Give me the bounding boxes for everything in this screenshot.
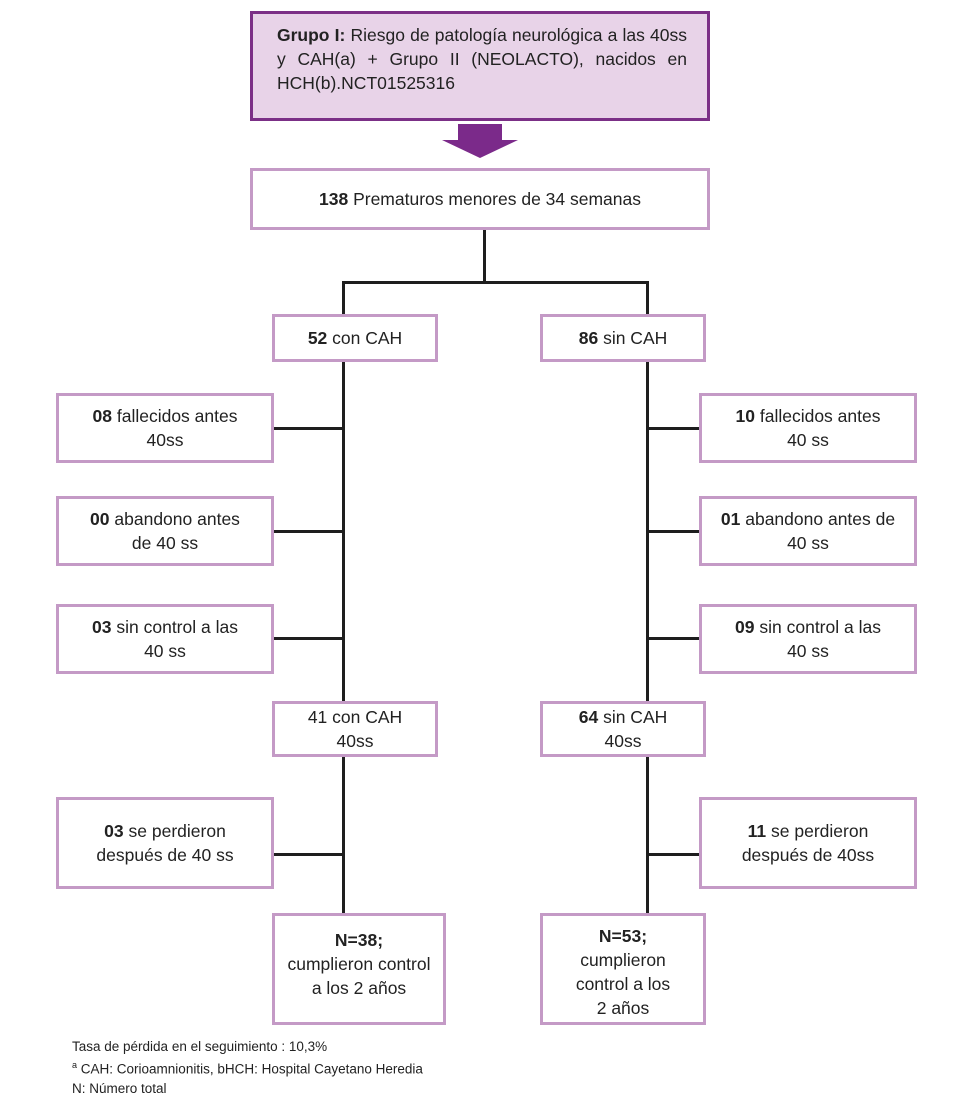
left-exclusion-deceased-box: 08 fallecidos antes 40ss bbox=[56, 393, 274, 463]
right-no-control-line1: sin control a las bbox=[759, 617, 881, 637]
connector-right-branch-2 bbox=[646, 530, 701, 533]
footnote-abbreviations: a CAH: Corioamnionitis, bHCH: Hospital C… bbox=[72, 1056, 423, 1079]
left-40ss-box: 41 con CAH 40ss bbox=[272, 701, 438, 757]
right-no-control-count: 09 bbox=[735, 617, 755, 637]
left-no-control-line2: 40 ss bbox=[144, 641, 186, 661]
right-40ss-box: 64 sin CAH 40ss bbox=[540, 701, 706, 757]
left-40ss-line2: 40ss bbox=[336, 731, 374, 751]
right-deceased-line1: fallecidos antes bbox=[759, 406, 881, 426]
connector-right-drop bbox=[646, 281, 649, 316]
left-final-n: N=38; bbox=[334, 930, 384, 950]
left-dropout-count: 00 bbox=[90, 509, 110, 529]
with-cah-label: con CAH bbox=[332, 328, 403, 348]
right-lost-box: 11 se perdieron después de 40ss bbox=[699, 797, 917, 889]
left-final-line1: cumplieron control bbox=[287, 954, 431, 974]
left-lost-line1: se perdieron bbox=[128, 821, 226, 841]
footnote-superscript: a bbox=[72, 1060, 78, 1070]
right-lost-count: 11 bbox=[747, 821, 767, 841]
connector-left-branch-3 bbox=[272, 637, 344, 640]
left-exclusion-no-control-box: 03 sin control a las 40 ss bbox=[56, 604, 274, 674]
connector-top-vertical bbox=[483, 230, 486, 282]
left-dropout-line1: abandono antes bbox=[114, 509, 240, 529]
left-dropout-line2: de 40 ss bbox=[131, 533, 199, 553]
footnote-abbrev-text: CAH: Corioamnionitis, bHCH: Hospital Cay… bbox=[80, 1061, 423, 1077]
right-exclusion-no-control-box: 09 sin control a las 40 ss bbox=[699, 604, 917, 674]
footnotes: Tasa de pérdida en el seguimiento : 10,3… bbox=[72, 1037, 423, 1098]
left-deceased-line1: fallecidos antes bbox=[116, 406, 238, 426]
left-final-line2: a los 2 años bbox=[311, 978, 407, 998]
right-final-n: N=53; bbox=[598, 926, 648, 946]
left-lost-line2: después de 40 ss bbox=[96, 845, 234, 865]
left-40ss-line1: 41 con CAH bbox=[307, 707, 403, 727]
right-deceased-count: 10 bbox=[735, 406, 755, 426]
connector-left-branch-1 bbox=[272, 427, 344, 430]
down-arrow-icon bbox=[442, 124, 518, 158]
connector-split-horizontal bbox=[342, 281, 649, 284]
without-cah-count: 86 bbox=[578, 328, 599, 348]
total-preterm-box: 138 Prematuros menores de 34 semanas bbox=[250, 168, 710, 230]
right-dropout-count: 01 bbox=[720, 509, 741, 529]
left-lost-count: 03 bbox=[104, 821, 124, 841]
left-deceased-count: 08 bbox=[92, 406, 112, 426]
footnote-loss-rate: Tasa de pérdida en el seguimiento : 10,3… bbox=[72, 1039, 328, 1054]
connector-left-branch-4 bbox=[272, 853, 344, 856]
without-cah-label: sin CAH bbox=[603, 328, 668, 348]
left-final-box: N=38; cumplieron control a los 2 años bbox=[272, 913, 446, 1025]
footnote-n-definition: N: Número total bbox=[72, 1080, 167, 1096]
right-40ss-count: 64 bbox=[578, 707, 599, 727]
with-cah-box: 52 con CAH bbox=[272, 314, 438, 362]
right-dropout-line1: abandono antes de bbox=[745, 509, 896, 529]
left-no-control-count: 03 bbox=[92, 617, 112, 637]
right-deceased-line2: 40 ss bbox=[787, 430, 829, 450]
group-header-box: Grupo I: Riesgo de patología neurológica… bbox=[250, 11, 710, 121]
right-lost-line2: después de 40ss bbox=[741, 845, 875, 865]
connector-right-trunk-2 bbox=[646, 755, 649, 915]
left-exclusion-dropout-box: 00 abandono antes de 40 ss bbox=[56, 496, 274, 566]
connector-right-branch-4 bbox=[646, 853, 701, 856]
with-cah-count: 52 bbox=[307, 328, 328, 348]
left-no-control-line1: sin control a las bbox=[116, 617, 238, 637]
total-count: 138 bbox=[319, 189, 349, 209]
connector-left-drop bbox=[342, 281, 345, 316]
connector-left-branch-2 bbox=[272, 530, 344, 533]
right-final-line1: cumplieron bbox=[580, 950, 666, 970]
connector-left-trunk-2 bbox=[342, 755, 345, 915]
right-final-line2: control a los bbox=[575, 974, 671, 994]
left-lost-box: 03 se perdieron después de 40 ss bbox=[56, 797, 274, 889]
right-lost-line1: se perdieron bbox=[771, 821, 869, 841]
header-bold-label: Grupo I: bbox=[277, 25, 346, 45]
total-label: Prematuros menores de 34 semanas bbox=[353, 189, 641, 209]
right-exclusion-deceased-box: 10 fallecidos antes 40 ss bbox=[699, 393, 917, 463]
right-no-control-line2: 40 ss bbox=[787, 641, 829, 661]
right-40ss-line1: sin CAH bbox=[603, 707, 668, 727]
connector-right-branch-1 bbox=[646, 427, 701, 430]
right-final-line3: 2 años bbox=[596, 998, 650, 1018]
right-final-box: N=53; cumplieron control a los 2 años bbox=[540, 913, 706, 1025]
right-dropout-line2: 40 ss bbox=[787, 533, 829, 553]
left-deceased-line2: 40ss bbox=[146, 430, 184, 450]
right-40ss-line2: 40ss bbox=[604, 731, 642, 751]
header-text: Riesgo de patología neurológica a las 40… bbox=[277, 25, 688, 93]
right-exclusion-dropout-box: 01 abandono antes de 40 ss bbox=[699, 496, 917, 566]
without-cah-box: 86 sin CAH bbox=[540, 314, 706, 362]
connector-right-branch-3 bbox=[646, 637, 701, 640]
